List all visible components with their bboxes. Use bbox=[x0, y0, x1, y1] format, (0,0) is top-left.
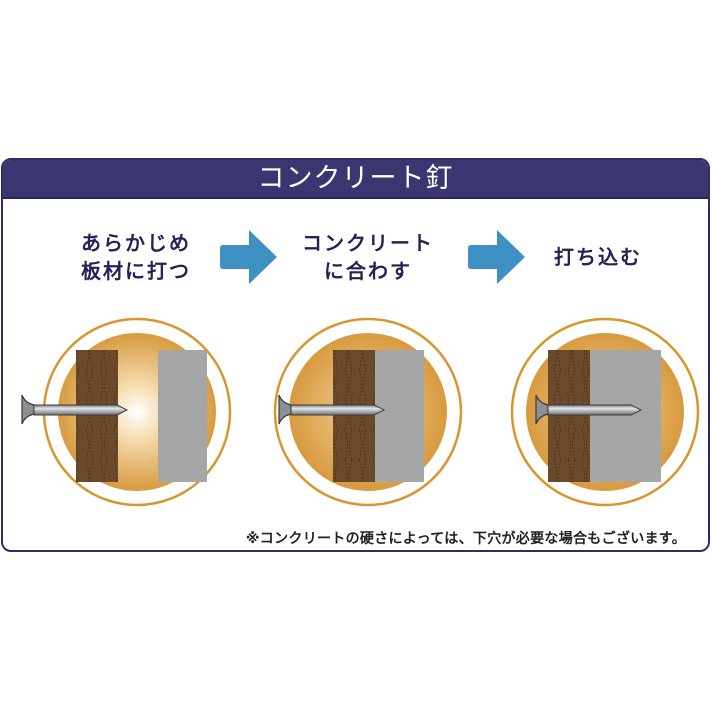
step-2-line1: コンクリート bbox=[302, 231, 434, 255]
step-1-label: あらかじめ 板材に打つ bbox=[61, 229, 211, 285]
concrete-block bbox=[590, 350, 661, 482]
nail-icon bbox=[21, 394, 129, 425]
step-1-line2: 板材に打つ bbox=[81, 259, 191, 283]
step-3-line1: 打ち込む bbox=[554, 245, 642, 269]
nail-icon bbox=[278, 394, 386, 425]
step-1-line1: あらかじめ bbox=[81, 231, 191, 255]
right-arrow-icon bbox=[220, 230, 277, 284]
step-3-label: 打ち込む bbox=[533, 243, 663, 271]
wood-board bbox=[548, 350, 590, 482]
concrete-block bbox=[375, 350, 424, 482]
step-2-line2: に合わす bbox=[324, 259, 412, 283]
pilot-hole-note: ※コンクリートの硬さによっては、下穴が必要な場合もございます。 bbox=[245, 531, 686, 547]
step-2-illustration bbox=[273, 317, 463, 507]
nail-icon bbox=[535, 394, 643, 425]
step-1-illustration bbox=[21, 317, 232, 507]
concrete-nail-panel: コンクリート釘 あらかじめ 板材に打つ コンクリート に合わす 打ち込む bbox=[1, 158, 710, 552]
right-arrow-icon bbox=[468, 230, 525, 284]
step-3-illustration bbox=[510, 317, 700, 507]
panel-title: コンクリート釘 bbox=[3, 160, 708, 199]
wood-board bbox=[76, 350, 118, 482]
step-2-label: コンクリート に合わす bbox=[288, 229, 448, 285]
concrete-block bbox=[158, 350, 207, 482]
wood-board bbox=[333, 350, 375, 482]
